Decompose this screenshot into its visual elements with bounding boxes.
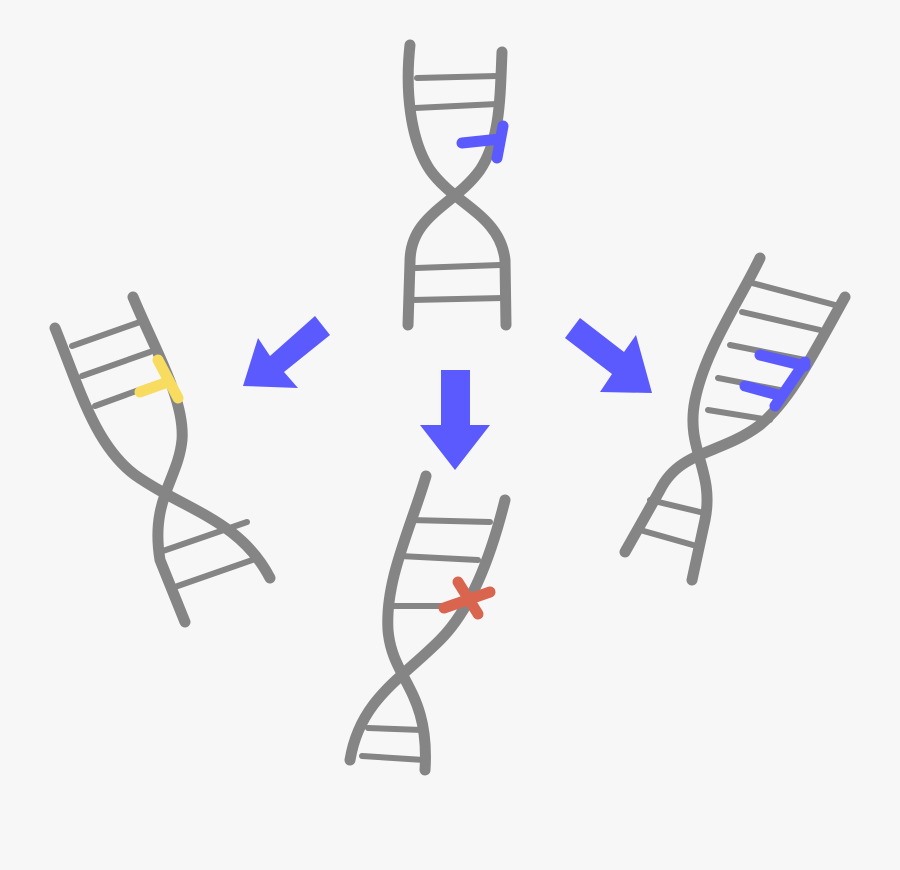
right-dna: [619, 252, 851, 586]
arrow-down: [420, 370, 490, 470]
arrow-down-left: [243, 316, 330, 388]
middle-dna: [344, 470, 511, 776]
red-cross-mutation-mark: [438, 576, 496, 620]
blue-mutation-mark: [456, 120, 509, 164]
blue-mutation-mark: [739, 349, 811, 412]
left-dna: [49, 291, 276, 628]
arrow-down-right: [565, 318, 652, 393]
original-dna: [402, 39, 512, 331]
yellow-mutation-mark: [134, 354, 184, 404]
